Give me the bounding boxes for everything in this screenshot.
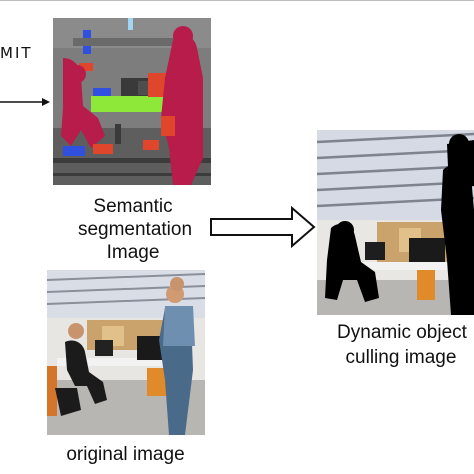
process-arrow xyxy=(210,206,316,248)
semantic-label-line3: Image xyxy=(106,242,160,263)
original-image xyxy=(47,270,205,435)
top-border xyxy=(0,0,474,1)
semantic-label-line2: segmentation xyxy=(77,219,193,240)
dynamic-label-line1: Dynamic object xyxy=(337,322,467,343)
input-arrow xyxy=(0,98,50,106)
mit-label: MIT xyxy=(0,44,33,62)
dynamic-culling-image xyxy=(317,130,474,315)
original-image-label: original image xyxy=(66,444,185,465)
semantic-label-line1: Semantic xyxy=(93,196,173,217)
semantic-segmentation-image xyxy=(53,18,211,185)
dynamic-label-line2: culling image xyxy=(345,347,457,368)
